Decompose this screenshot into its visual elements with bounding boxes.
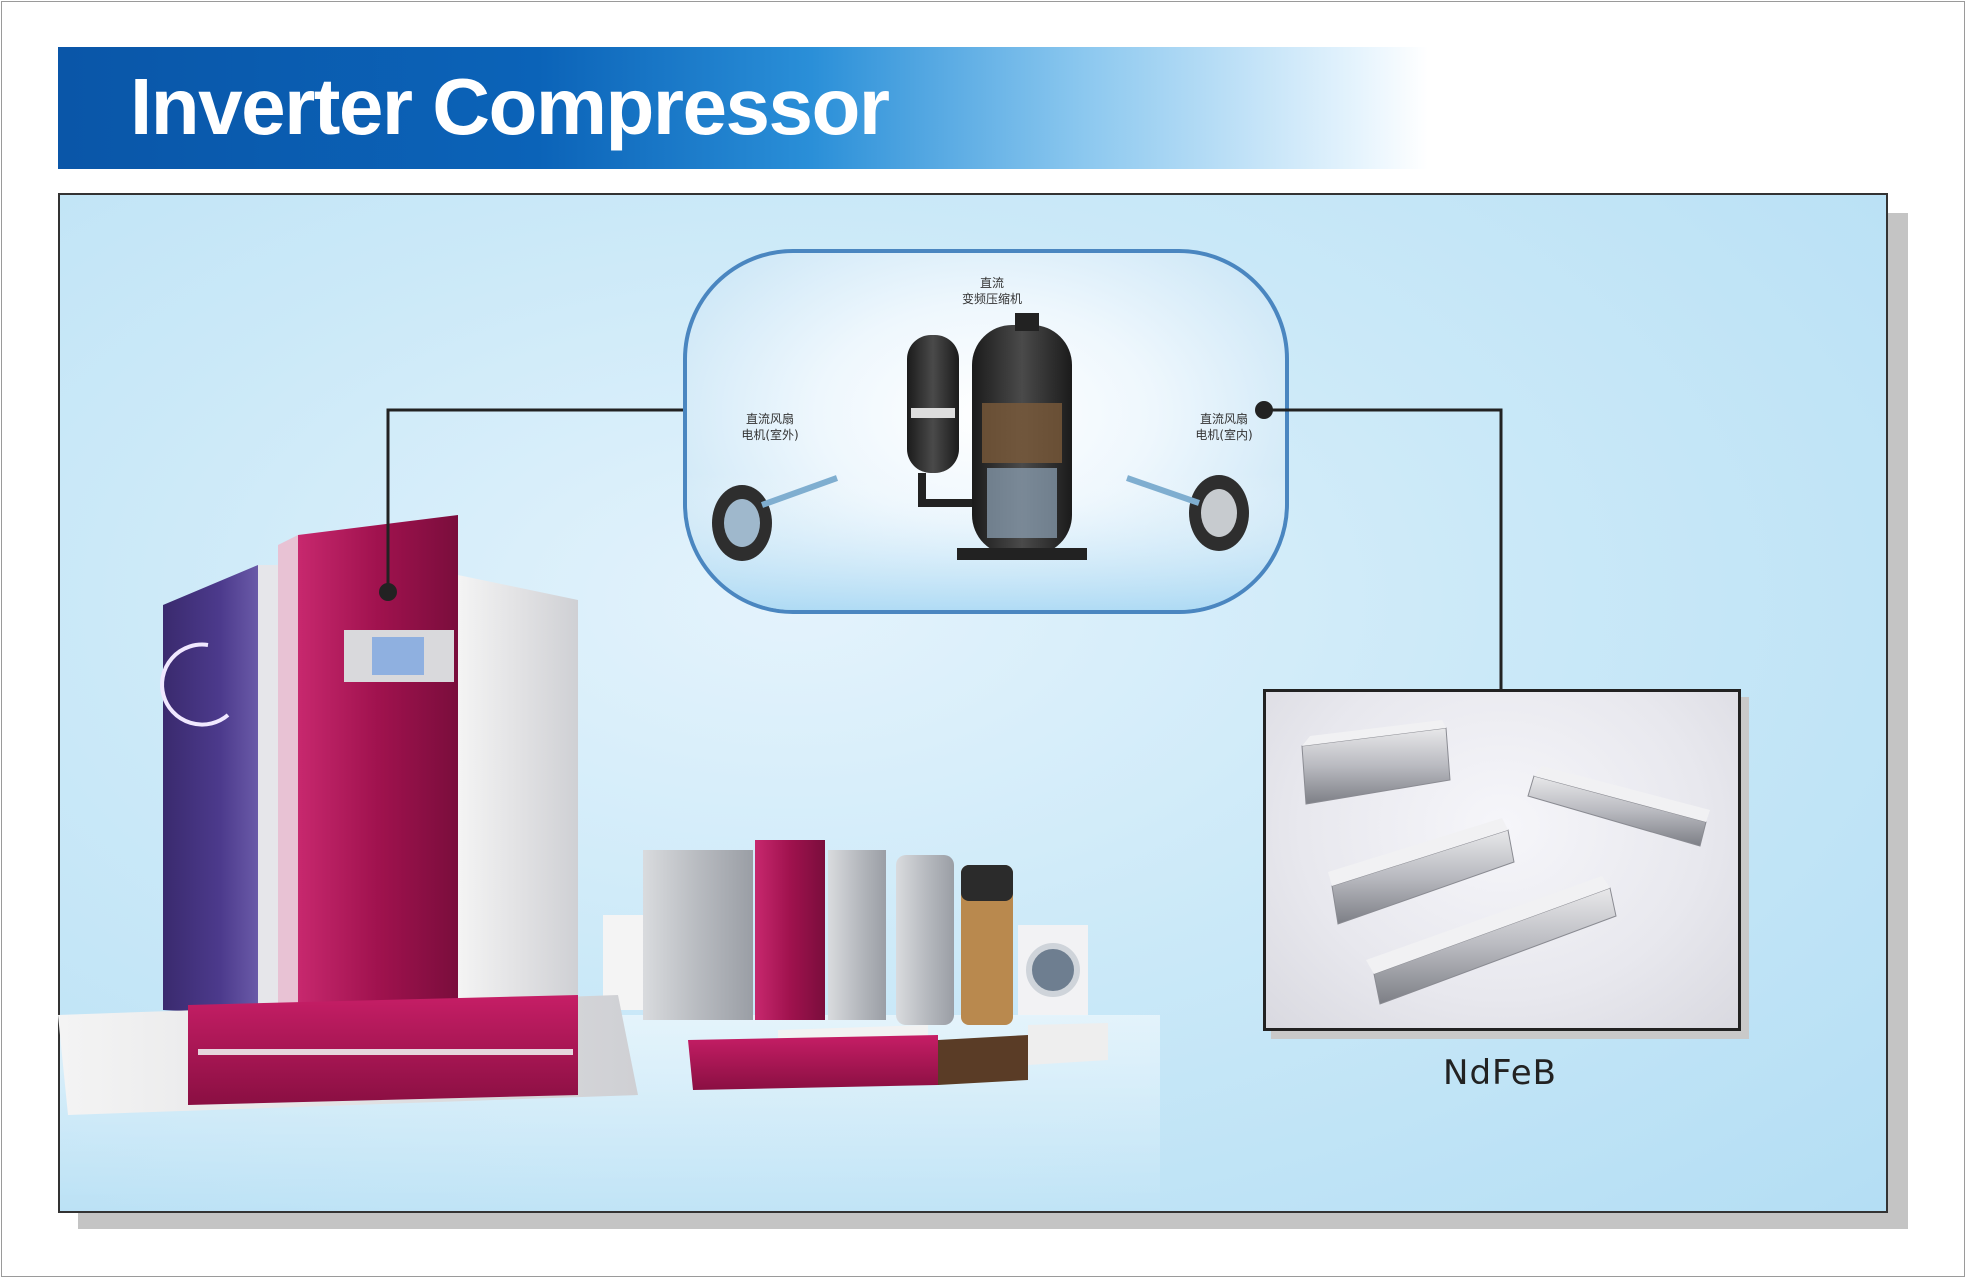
magnet-bars-illustration <box>1301 720 1710 1005</box>
indoor-fan-label-line2: 电机(室内) <box>1195 428 1253 442</box>
compressor-capsule: 直流 变频压缩机 直流风扇 电机(室外) 直流风扇 电机(室内) <box>683 249 1289 614</box>
compressor-label: 直流 变频压缩机 <box>947 275 1037 307</box>
outdoor-fan-label: 直流风扇 电机(室外) <box>725 411 815 443</box>
outdoor-fan-label-line2: 电机(室外) <box>741 428 799 442</box>
page-title: Inverter Compressor <box>130 62 890 151</box>
compressor-icon <box>957 313 1087 560</box>
indoor-fan-label-line1: 直流风扇 <box>1199 412 1248 426</box>
fan-motor-left-icon <box>712 475 839 561</box>
indoor-fan-label: 直流风扇 电机(室内) <box>1179 411 1269 443</box>
accumulator-icon <box>907 335 987 507</box>
fan-motor-right-icon <box>1126 475 1249 551</box>
wall-ac-units <box>58 995 1108 1115</box>
purple-tower-ac <box>160 565 288 1015</box>
magenta-tower-ac <box>278 515 458 1015</box>
compressor-label-line2: 变频压缩机 <box>961 292 1022 306</box>
fridge-group <box>603 840 1088 1025</box>
magnet-caption: NdFeB <box>1443 1053 1557 1093</box>
ndfeb-magnet-photo <box>1263 689 1741 1031</box>
appliances-illustration <box>58 515 1108 1115</box>
outdoor-fan-label-line1: 直流风扇 <box>745 412 794 426</box>
compressor-illustration <box>687 313 1285 610</box>
compressor-label-line1: 直流 <box>979 276 1004 290</box>
title-banner <box>58 47 1428 169</box>
